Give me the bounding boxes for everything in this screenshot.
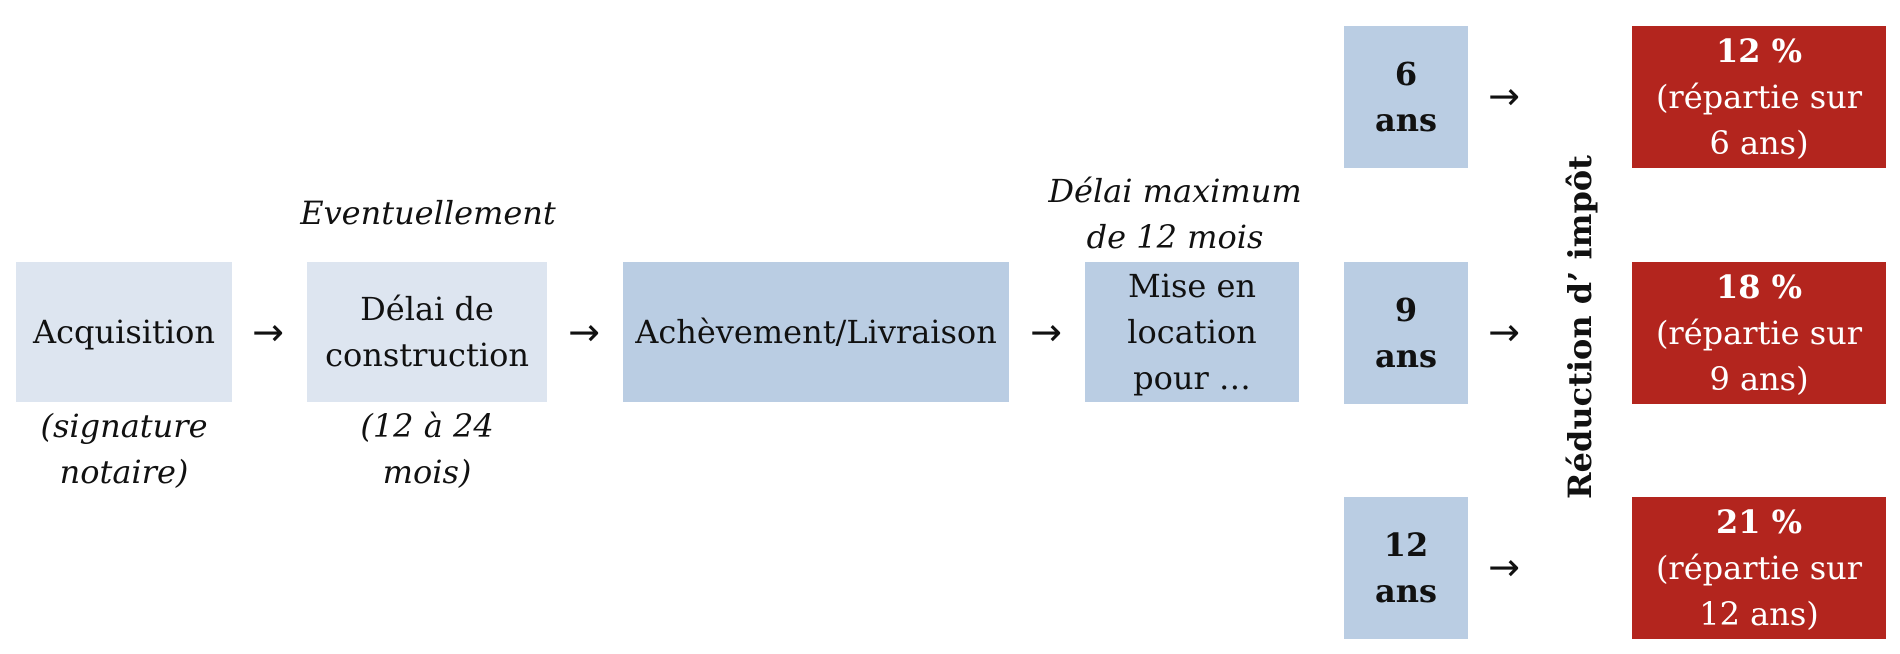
duration-9-line2: ans [1374, 337, 1437, 375]
location-box: Mise en location pour … [1085, 262, 1299, 402]
duration-6-line2: ans [1374, 101, 1437, 139]
location-label-line2: location [1127, 313, 1257, 351]
reduction-18-line2: (répartie sur [1655, 314, 1863, 352]
arrow-3: → [1030, 310, 1062, 354]
construction-label-line2: construction [325, 336, 529, 374]
reduction-impot-label: Réduction d’ impôt [1561, 155, 1599, 499]
arrow-1: → [252, 310, 284, 354]
duration-box-12: 12 ans [1344, 497, 1468, 639]
reduction-12-pct: 12 % [1715, 32, 1803, 70]
arrow-9-ans: → [1488, 310, 1520, 354]
arrow-12-ans: → [1488, 545, 1520, 589]
location-top-note-line2: de 12 mois [1086, 218, 1264, 256]
reduction-12-line3: 6 ans) [1709, 124, 1809, 162]
duration-6-line1: 6 [1394, 55, 1418, 93]
duration-12-line2: ans [1374, 572, 1437, 610]
reduction-box-18-pct: 18 % (répartie sur 9 ans) [1632, 262, 1886, 404]
reduction-21-line3: 12 ans) [1699, 595, 1819, 633]
duration-9-line1: 9 [1394, 291, 1418, 329]
reduction-18-line3: 9 ans) [1709, 360, 1809, 398]
acquisition-note-line1: (signature [40, 407, 208, 445]
construction-box: Délai de construction [307, 262, 547, 402]
construction-note: (12 à 24 mois) [307, 403, 547, 495]
location-label-line3: pour … [1133, 359, 1251, 397]
achevement-box: Achèvement/Livraison [623, 262, 1009, 402]
construction-note-line2: mois) [382, 453, 472, 491]
acquisition-box: Acquisition [16, 262, 232, 402]
acquisition-note-line2: notaire) [59, 453, 189, 491]
reduction-21-line2: (répartie sur [1655, 549, 1863, 587]
duration-12-line1: 12 [1383, 526, 1429, 564]
achevement-label: Achèvement/Livraison [635, 313, 997, 351]
reduction-18-pct: 18 % [1715, 268, 1803, 306]
arrow-6-ans: → [1488, 74, 1520, 118]
reduction-12-line2: (répartie sur [1655, 78, 1863, 116]
duration-box-6: 6 ans [1344, 26, 1468, 168]
duration-box-9: 9 ans [1344, 262, 1468, 404]
acquisition-label: Acquisition [33, 313, 215, 351]
location-top-note-line1: Délai maximum [1048, 172, 1302, 210]
arrow-2: → [568, 310, 600, 354]
construction-label-line1: Délai de [360, 290, 494, 328]
construction-top-note: Eventuellement [300, 194, 556, 232]
reduction-box-21-pct: 21 % (répartie sur 12 ans) [1632, 497, 1886, 639]
location-label-line1: Mise en [1127, 267, 1257, 305]
reduction-21-pct: 21 % [1715, 503, 1803, 541]
construction-note-line1: (12 à 24 [360, 407, 494, 445]
acquisition-note: (signature notaire) [16, 403, 232, 495]
location-top-note: Délai maximum de 12 mois [1035, 168, 1315, 260]
reduction-box-12-pct: 12 % (répartie sur 6 ans) [1632, 26, 1886, 168]
